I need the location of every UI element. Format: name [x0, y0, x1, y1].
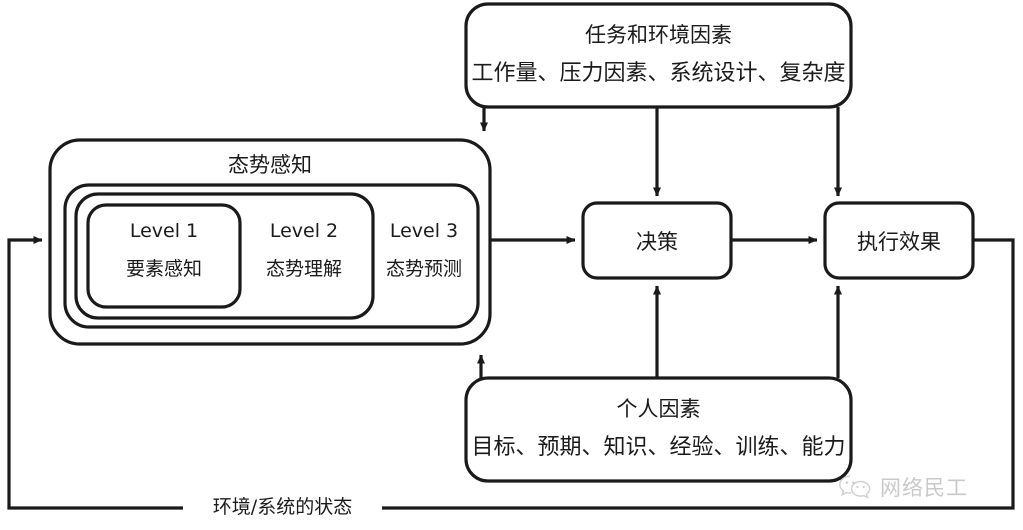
feedback-loop-text: 环境/系统的状态	[212, 496, 353, 518]
individual-title: 个人因素	[616, 397, 701, 422]
sa-outer-box	[48, 138, 492, 346]
performance-title: 执行效果	[857, 230, 941, 254]
decision-label: 决策	[583, 229, 731, 256]
individual-detail: 目标、预期、知识、经验、训练、能力	[471, 435, 846, 461]
individual-label: 个人因素 目标、预期、知识、经验、训练、能力	[466, 378, 851, 481]
sa-level-1-label: 要素感知	[125, 258, 202, 281]
sa-level-2-label: 态势理解	[265, 258, 342, 281]
edge-feedback-loop-left	[7, 236, 183, 510]
task-env-label: 任务和环境因素 工作量、压力因素、系统设计、复杂度	[466, 4, 851, 107]
sa-title-text: 态势感知	[228, 153, 312, 177]
sa-level-1: Level 1 要素感知	[88, 219, 240, 282]
sa-level-3-label: 态势预测	[385, 258, 462, 281]
task-env-detail: 工作量、压力因素、系统设计、复杂度	[471, 61, 846, 87]
sa-level1-box	[86, 203, 242, 309]
edge-feedback-loop	[382, 238, 1015, 510]
sa-level-2: Level 2 态势理解	[240, 219, 368, 282]
feedback-loop-label: 环境/系统的状态	[183, 495, 382, 519]
performance-label: 执行效果	[825, 229, 973, 256]
sa-level2-box	[74, 192, 375, 320]
sa-title: 态势感知	[50, 152, 490, 179]
sa-level-1-name: Level 1	[129, 220, 199, 242]
decision-title: 决策	[636, 230, 678, 254]
task-env-title: 任务和环境因素	[585, 23, 732, 48]
sa-level-2-name: Level 2	[269, 220, 339, 242]
sa-level-3-name: Level 3	[389, 220, 459, 242]
sa-level-3: Level 3 态势预测	[373, 219, 475, 282]
sa-level3-box	[63, 183, 480, 329]
